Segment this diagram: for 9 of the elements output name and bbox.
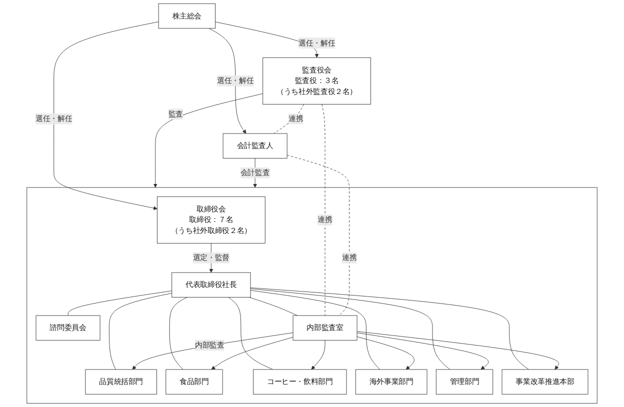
connector [68, 290, 172, 316]
cluster [26, 187, 598, 404]
connector [286, 154, 350, 316]
connector [322, 104, 326, 316]
connector [108, 292, 172, 370]
connector [273, 104, 304, 134]
connector [169, 297, 188, 370]
connector [248, 297, 298, 316]
connector [228, 297, 274, 370]
